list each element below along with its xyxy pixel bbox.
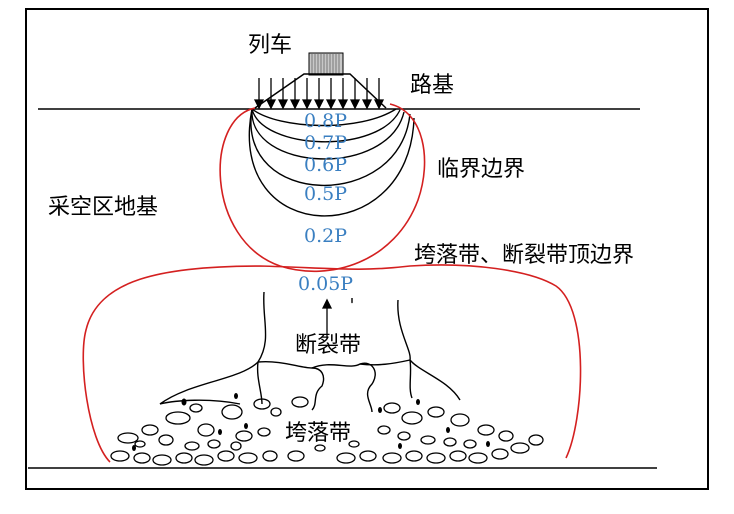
caving-rubble-dots [132, 393, 490, 451]
fracture-cracks [159, 291, 461, 413]
fracture-zone-pointer [321, 298, 333, 338]
caving-rubble [110, 396, 544, 466]
isobar-07 [251, 108, 401, 143]
isobar-06 [251, 108, 405, 160]
label-roadbed: 路基 [410, 73, 454, 98]
diagram-frame [25, 8, 709, 490]
pressure-label-08: 0.8P [304, 110, 347, 132]
isobar-05 [250, 108, 411, 187]
label-top-boundary: 垮落带、断裂带顶边界 [414, 243, 634, 268]
pressure-label-02: 0.2P [304, 225, 347, 247]
isobar-02 [248, 108, 415, 217]
caving-fracture-top-boundary [82, 264, 582, 463]
label-goaf-foundation: 采空区地基 [48, 195, 158, 220]
pressure-label-07: 0.7P [304, 132, 347, 154]
label-caving-zone: 垮落带 [285, 421, 351, 446]
train-icon [308, 52, 344, 76]
pressure-bulbs [248, 108, 415, 217]
label-critical-boundary: 临界边界 [437, 157, 525, 182]
label-train: 列车 [248, 33, 292, 58]
label-fracture-zone: 断裂带 [295, 333, 361, 358]
pressure-label-06: 0.6P [304, 154, 347, 176]
pressure-label-005: 0.05P [298, 273, 353, 295]
load-arrows [253, 78, 385, 110]
isobar-08 [251, 108, 397, 127]
roadbed-embankment [254, 73, 387, 109]
pressure-label-05: 0.5P [304, 183, 347, 205]
